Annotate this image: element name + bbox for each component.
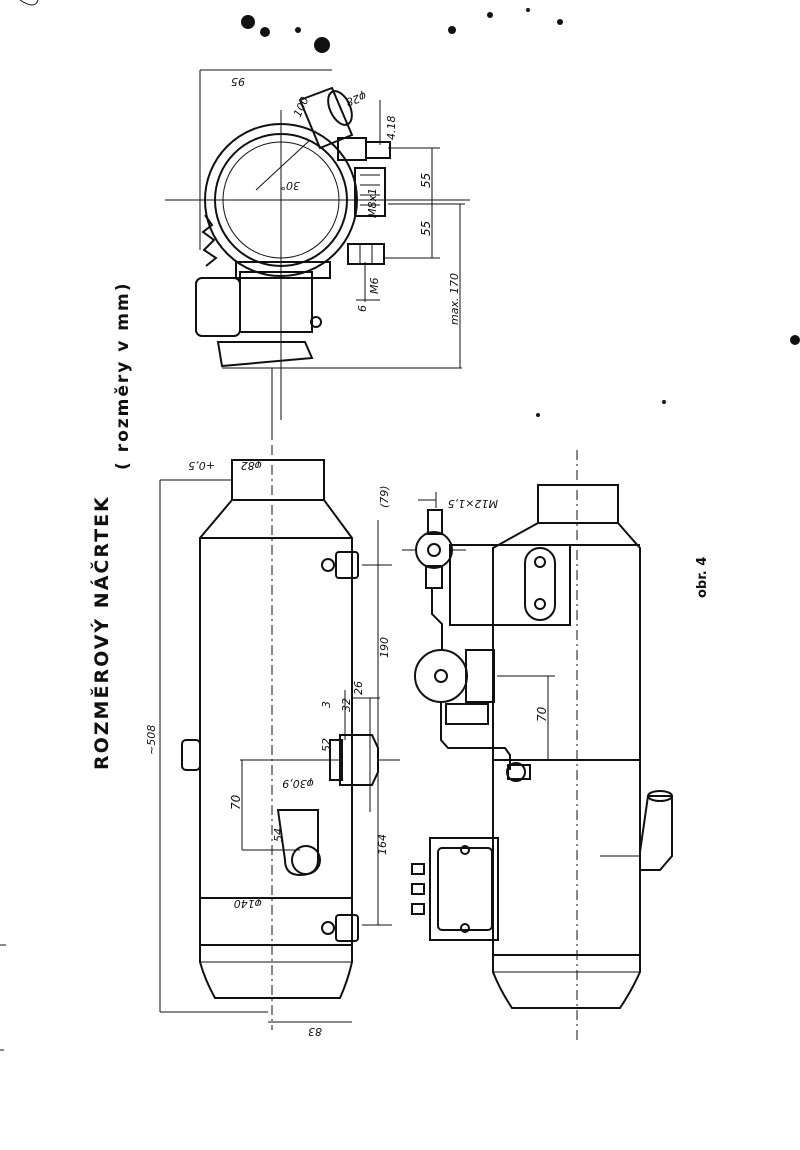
dim-52: 52 <box>320 738 333 752</box>
dim-phi28: φ28 <box>344 89 368 108</box>
left-handle <box>181 739 201 771</box>
dim-79: (79) <box>378 485 391 508</box>
dim-54: 54 <box>272 828 285 842</box>
side-view-left <box>159 445 400 1030</box>
dim-phi82: φ82 <box>241 459 262 472</box>
lower-fitting <box>347 243 385 265</box>
dim-30deg: 30° <box>281 179 301 192</box>
dim-100: 100 <box>291 95 312 120</box>
dim-55-lower: 55 <box>419 221 433 236</box>
glow-plug <box>339 734 379 786</box>
dim-26: 26 <box>352 681 365 695</box>
right-body-outline <box>492 522 641 956</box>
dim-3: 3 <box>320 701 333 708</box>
drawing-subtitle: ( rozměry v mm) <box>113 282 133 470</box>
dim-70-left: 70 <box>229 794 243 810</box>
dim-phi140: φ140 <box>234 897 262 910</box>
valve-bracket <box>449 544 571 626</box>
upper-port-left <box>335 551 359 579</box>
left-body-outline <box>199 499 353 946</box>
dim-83: 83 <box>308 1025 322 1038</box>
dim-164: 164 <box>376 834 389 855</box>
dim-508: ~508 <box>145 725 158 755</box>
dim-m6: M6 <box>368 278 381 295</box>
scan-specks <box>19 0 800 417</box>
solenoid-valve <box>415 531 453 569</box>
dim-70-right: 70 <box>535 706 549 722</box>
dim-m8x1: M8x1 <box>366 188 379 218</box>
dim-55-upper: 55 <box>419 173 433 188</box>
end-view <box>165 69 470 440</box>
exhaust-elbow <box>276 809 319 877</box>
dim-6: 6 <box>356 305 369 312</box>
fan-housing <box>239 271 313 333</box>
inlet-pipe <box>298 86 354 150</box>
dim-m12: M12×1,5 <box>448 497 498 510</box>
figure-label: obr. 4 <box>695 557 710 598</box>
dim-tolerance: +0,5 <box>188 459 215 472</box>
dim-phi30-9: φ30,9 <box>282 777 314 790</box>
dim-32: 32 <box>340 698 353 712</box>
exhaust-outlet <box>639 795 673 871</box>
dim-95: 95 <box>231 75 245 88</box>
left-coil <box>201 214 218 267</box>
upper-fitting <box>337 137 367 161</box>
drawing-title: ROZMĚROVÝ NÁČRTEK <box>89 495 113 770</box>
side-view-right <box>402 450 673 1040</box>
motor-housing <box>195 277 241 337</box>
dim-max170: max. 170 <box>448 273 461 325</box>
control-unit <box>429 837 499 941</box>
fuel-line-lower <box>440 702 511 770</box>
dim-190: 190 <box>378 637 391 658</box>
lower-port-left <box>335 914 359 942</box>
fuel-pump <box>414 649 468 703</box>
fuel-line-upper <box>431 588 443 650</box>
dim-4-18: 4.18 <box>385 116 398 141</box>
glow-plug-housing <box>354 167 386 217</box>
mounting-bracket <box>216 341 314 368</box>
